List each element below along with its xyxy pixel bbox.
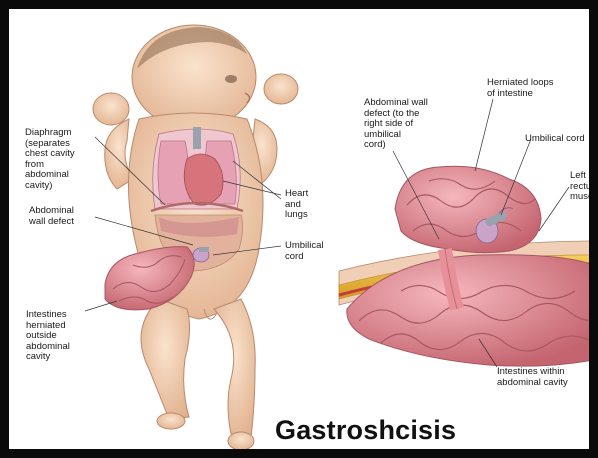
label-umbilical-cord-left: Umbilical cord [285,241,324,262]
diagram-title: Gastroshcisis [275,415,456,446]
cross-section [339,166,598,366]
label-umbilical-cord-right: Umbilical cord [525,134,585,145]
label-defect-right-side: Abdominal wall defect (to the right side… [364,98,428,151]
label-abdominal-wall-defect: Abdominal wall defect [29,206,74,227]
label-left-rectus-muscle: Left rectus muscle [570,171,598,203]
label-diaphragm: Diaphragm (separates chest cavity from a… [25,128,75,191]
label-intestines-within: Intestines within abdominal cavity [497,367,568,388]
baby-figure [93,25,298,450]
label-intestines-herniated: Intestines herniated outside abdominal c… [26,310,70,363]
label-heart-lungs: Heart and lungs [285,189,308,221]
label-herniated-loops: Herniated loops of intestine [487,78,554,99]
